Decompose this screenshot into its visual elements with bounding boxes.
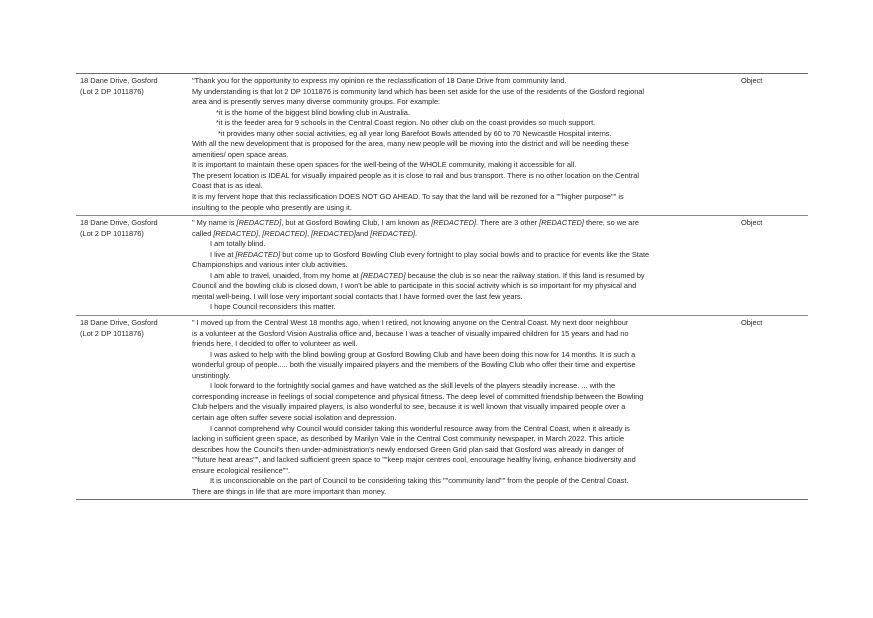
- address-cell: 18 Dane Drive, Gosford (Lot 2 DP 1011876…: [76, 315, 190, 501]
- redacted-text: [REDACTED]: [236, 218, 282, 228]
- text-line: "Thank you for the opportunity to expres…: [192, 76, 567, 85]
- text-line: ensure ecological resilience"".: [192, 465, 291, 475]
- address-line: 18 Dane Drive, Gosford: [80, 76, 158, 85]
- text-line: Club helpers and the visually impaired p…: [192, 402, 626, 412]
- redacted-text: [REDACTED]: [360, 270, 406, 280]
- redacted-text: [REDACTED]: [262, 228, 308, 238]
- text-line: *it is the home of the biggest blind bow…: [216, 107, 410, 117]
- table-row: 18 Dane Drive, Gosford (Lot 2 DP 1011876…: [76, 215, 808, 317]
- redacted-text: [REDACTED]: [213, 228, 259, 238]
- text-line: My understanding is that lot 2 DP 101187…: [192, 86, 645, 96]
- text-line: unstintingly.: [192, 370, 231, 380]
- text-line: " My name is [REDACTED], but at Gosford …: [192, 218, 639, 228]
- text-line: There are things in life that are more i…: [192, 486, 387, 496]
- lot-line: (Lot 2 DP 1011876): [80, 86, 144, 96]
- redacted-text: [REDACTED]: [311, 228, 356, 238]
- text-line: wonderful group of people..... both the …: [192, 360, 636, 370]
- text-line: It is unconscionable on the part of Coun…: [210, 476, 629, 486]
- text-line: *it provides many other social activitie…: [218, 128, 612, 138]
- redacted-text: [REDACTED]: [431, 218, 476, 228]
- text-line: I was asked to help with the blind bowli…: [210, 349, 636, 359]
- text-line: *it is the feeder area for 9 schools in …: [216, 118, 596, 128]
- address-cell: 18 Dane Drive, Gosford (Lot 2 DP 1011876…: [76, 215, 190, 317]
- lot-line: (Lot 2 DP 1011876): [80, 228, 144, 238]
- text-line: called [REDACTED], [REDACTED], [REDACTED…: [192, 228, 418, 238]
- text-line: The present location is IDEAL for visual…: [192, 170, 639, 180]
- redacted-text: [REDACTED]: [235, 249, 281, 259]
- position-cell: Object: [735, 215, 808, 317]
- text-line: Coast that is as ideal.: [192, 181, 263, 191]
- redacted-text: [REDACTED]: [370, 228, 416, 238]
- text-line: friends here, I decided to offer to volu…: [192, 339, 358, 349]
- submission-text: "Thank you for the opportunity to expres…: [190, 72, 735, 217]
- text-line: lacking in sufficient green space, as de…: [192, 434, 625, 444]
- position-cell: Object: [735, 72, 808, 217]
- text-line: I am able to travel, unaided, from my ho…: [210, 270, 645, 280]
- address-cell: 18 Dane Drive, Gosford (Lot 2 DP 1011876…: [76, 72, 190, 217]
- text-line: It is my fervent hope that this reclassi…: [192, 192, 624, 202]
- text-line: corresponding increase in feelings of so…: [192, 391, 644, 401]
- text-line: With all the new development that is pro…: [192, 139, 629, 149]
- lot-line: (Lot 2 DP 1011876): [80, 328, 144, 338]
- submissions-table: 18 Dane Drive, Gosford (Lot 2 DP 1011876…: [76, 72, 808, 501]
- text-line: certain age often suffer severe social i…: [192, 412, 397, 422]
- text-line: I am totally blind.: [210, 239, 266, 249]
- redacted-text: [REDACTED]: [539, 218, 584, 228]
- text-line: mental well-being. I will lose very impo…: [192, 291, 523, 301]
- text-line: It is important to maintain these open s…: [192, 160, 577, 170]
- text-line: is a volunteer at the Gosford Vision Aus…: [192, 328, 629, 338]
- text-line: Championships and various inter club act…: [192, 260, 348, 270]
- table-row: 18 Dane Drive, Gosford (Lot 2 DP 1011876…: [76, 315, 808, 501]
- address-line: 18 Dane Drive, Gosford: [80, 318, 158, 328]
- text-line: amenities/ open space areas.: [192, 149, 289, 159]
- text-line: I hope Council reconsiders this matter.: [210, 302, 336, 312]
- position-cell: Object: [735, 315, 808, 501]
- table-row: 18 Dane Drive, Gosford (Lot 2 DP 1011876…: [76, 72, 808, 217]
- address-line: 18 Dane Drive, Gosford: [80, 218, 158, 228]
- text-line: area and is presently serves many divers…: [192, 97, 441, 107]
- text-line: ""future heat areas"", and lacked suffic…: [192, 455, 636, 465]
- text-line: I look forward to the fortnightly social…: [210, 381, 616, 391]
- text-line: describes how the Council's then under-a…: [192, 444, 624, 454]
- text-line: " I moved up from the Central West 18 mo…: [192, 318, 629, 328]
- text-line: insulting to the people who presently ar…: [192, 202, 352, 212]
- text-line: I cannot comprehend why Council would co…: [210, 423, 630, 433]
- submission-text: " My name is [REDACTED], but at Gosford …: [190, 215, 735, 317]
- submission-text: " I moved up from the Central West 18 mo…: [190, 315, 735, 501]
- text-line: Council and the bowling club is closed d…: [192, 281, 637, 291]
- text-line: I live at [REDACTED] but come up to Gosf…: [210, 249, 650, 259]
